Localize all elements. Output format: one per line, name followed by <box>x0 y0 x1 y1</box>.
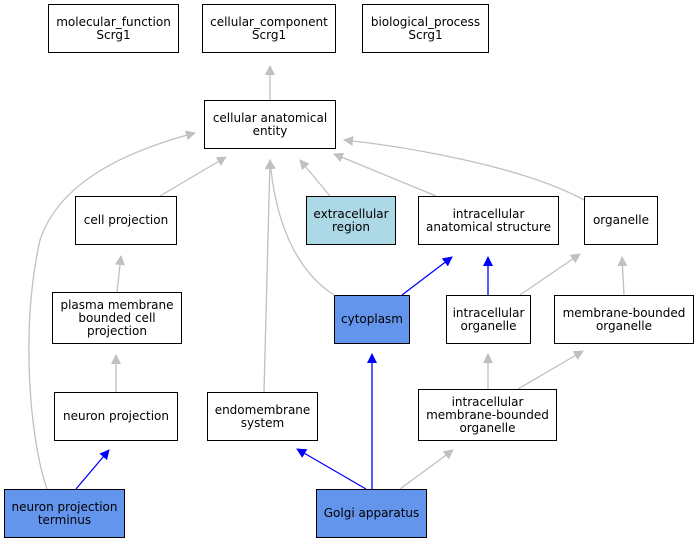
node-biological-process[interactable]: biological_process Scrg1 <box>362 4 489 53</box>
node-molecular-function[interactable]: molecular_function Scrg1 <box>48 4 179 53</box>
node-golgi-apparatus[interactable]: Golgi apparatus <box>316 489 427 538</box>
edge-extracellular-region-to-cellular-anatomical-entity <box>299 159 331 197</box>
edge-neuron-projection-terminus-to-neuron-projection <box>75 449 110 490</box>
node-organelle[interactable]: organelle <box>584 196 658 245</box>
node-neuron-projection[interactable]: neuron projection <box>54 392 178 441</box>
node-endomembrane-system[interactable]: endomembrane system <box>207 392 318 441</box>
edge-cell-projection-to-cellular-anatomical-entity <box>159 156 227 197</box>
edge-cytoplasm-to-cellular-anatomical-entity <box>265 159 335 296</box>
edge-intracellular-organelle-to-organelle <box>519 253 581 296</box>
edge-golgi-apparatus-to-endomembrane-system <box>296 448 367 490</box>
edge-organelle-to-cellular-anatomical-entity <box>343 135 585 201</box>
edge-intracellular-membrane-bounded-organelle-to-membrane-bounded-organelle <box>517 350 584 390</box>
node-intracellular-organelle[interactable]: intracellular organelle <box>446 295 531 344</box>
node-extracellular-region[interactable]: extracellular region <box>306 196 396 245</box>
edge-endomembrane-system-to-cellular-anatomical-entity <box>263 159 275 393</box>
node-plasma-membrane-bounded-cell-projection[interactable]: plasma membrane bounded cell projection <box>52 292 182 344</box>
edge-plasma-membrane-bounded-cell-projection-to-cell-projection <box>115 255 125 293</box>
node-cytoplasm[interactable]: cytoplasm <box>334 295 410 344</box>
edge-intracellular-anatomical-structure-to-cellular-anatomical-entity <box>333 152 437 197</box>
node-membrane-bounded-organelle[interactable]: membrane-bounded organelle <box>554 295 694 344</box>
edge-neuron-projection-terminus-to-cellular-anatomical-entity <box>28 130 196 490</box>
node-neuron-projection-terminus[interactable]: neuron projection terminus <box>4 489 125 538</box>
node-cellular-component[interactable]: cellular_component Scrg1 <box>202 4 336 53</box>
node-cellular-anatomical-entity[interactable]: cellular anatomical entity <box>204 100 336 149</box>
node-intracellular-anatomical-structure[interactable]: intracellular anatomical structure <box>418 196 559 245</box>
edge-membrane-bounded-organelle-to-organelle <box>617 256 628 296</box>
edge-cytoplasm-to-intracellular-anatomical-structure <box>401 256 453 296</box>
node-intracellular-membrane-bounded-organelle[interactable]: intracellular membrane-bounded organelle <box>418 389 557 441</box>
edge-golgi-apparatus-to-intracellular-membrane-bounded-organelle <box>399 449 454 490</box>
node-cell-projection[interactable]: cell projection <box>75 196 177 245</box>
